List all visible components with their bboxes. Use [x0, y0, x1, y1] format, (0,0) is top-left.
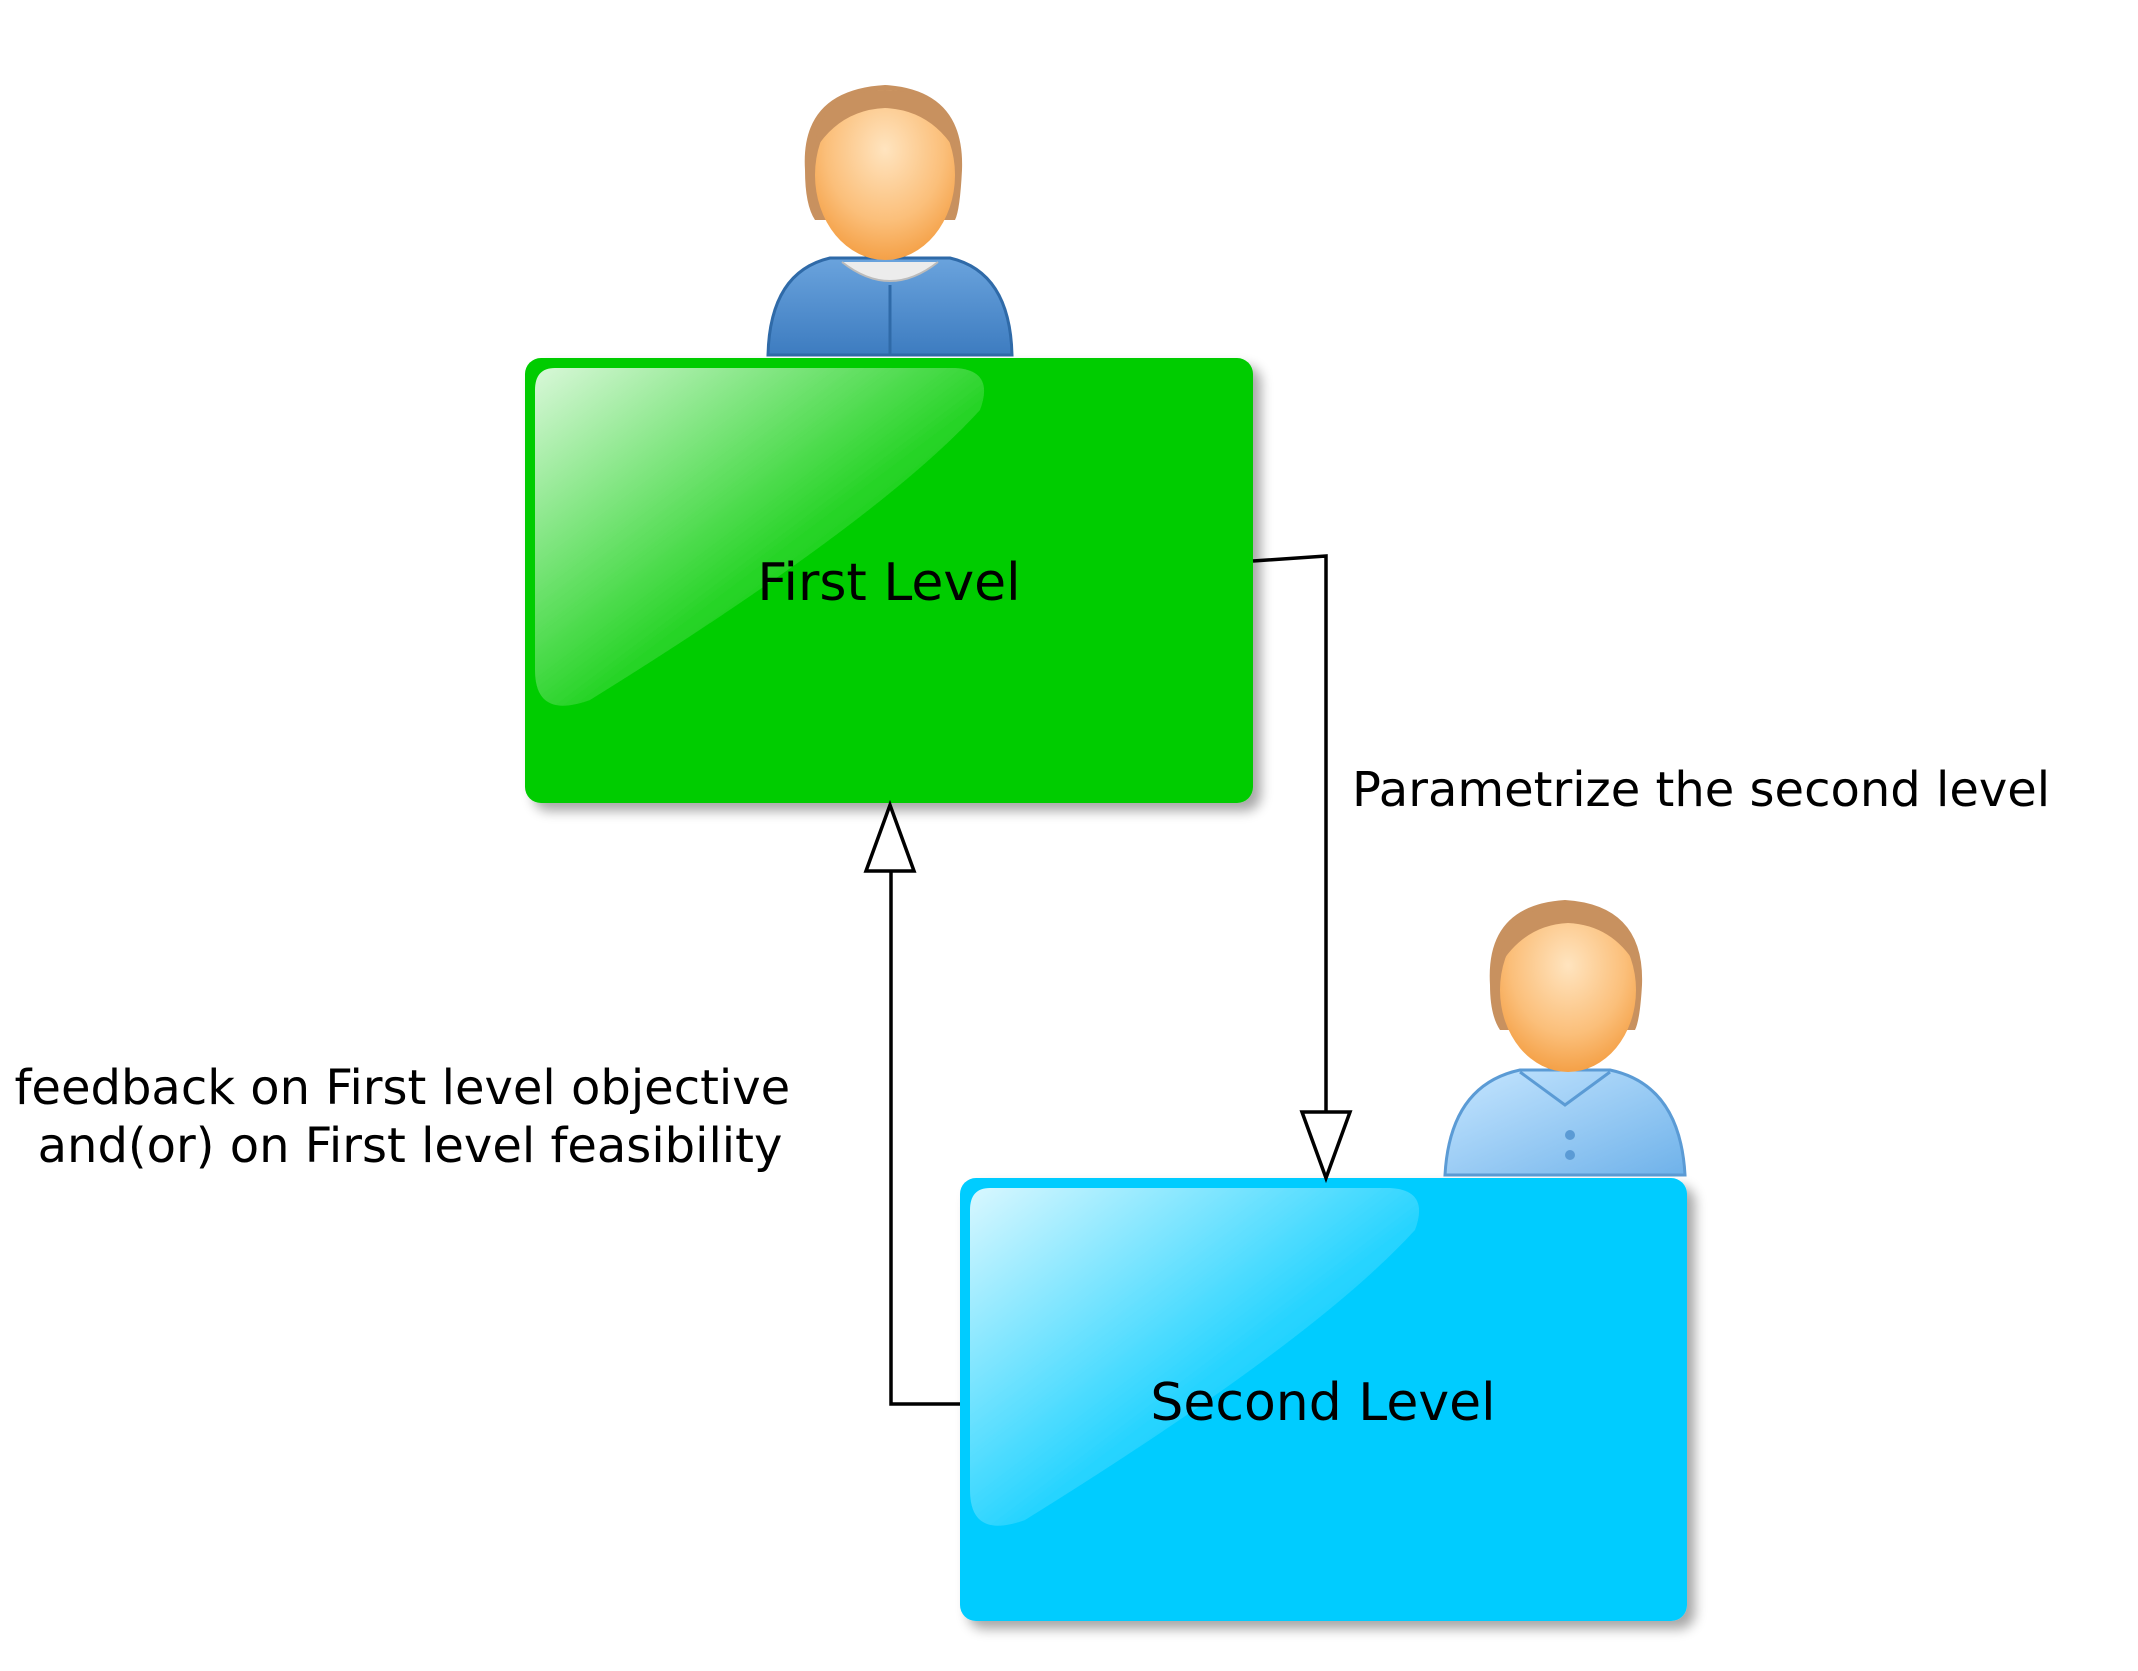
user-hoodie-icon — [766, 85, 1014, 357]
edge-feedback-label-line-2: and(or) on First level feasibility — [38, 1118, 783, 1174]
user-shirt-icon — [1443, 900, 1687, 1177]
node-first-level[interactable] — [525, 358, 1253, 803]
edge-parametrize — [1252, 554, 1353, 1184]
node-first-level-label: First Level — [757, 553, 1020, 613]
edge-parametrize-line — [1252, 554, 1328, 1112]
node-second-level-label: Second Level — [1150, 1373, 1495, 1433]
edge-parametrize-arrowhead — [1299, 1110, 1353, 1184]
edge-feedback-line — [889, 871, 960, 1406]
node-first-level-gloss — [535, 368, 985, 706]
edge-feedback-label: feedback on First level objective and(or… — [15, 1060, 806, 1174]
edge-feedback-arrowhead — [863, 799, 917, 873]
node-second-level[interactable] — [960, 1178, 1687, 1621]
node-second-level-gloss — [970, 1188, 1420, 1526]
edge-parametrize-label: Parametrize the second level — [1352, 762, 2050, 818]
edge-feedback — [863, 799, 960, 1406]
edge-feedback-label-line-1: feedback on First level objective — [15, 1060, 791, 1116]
